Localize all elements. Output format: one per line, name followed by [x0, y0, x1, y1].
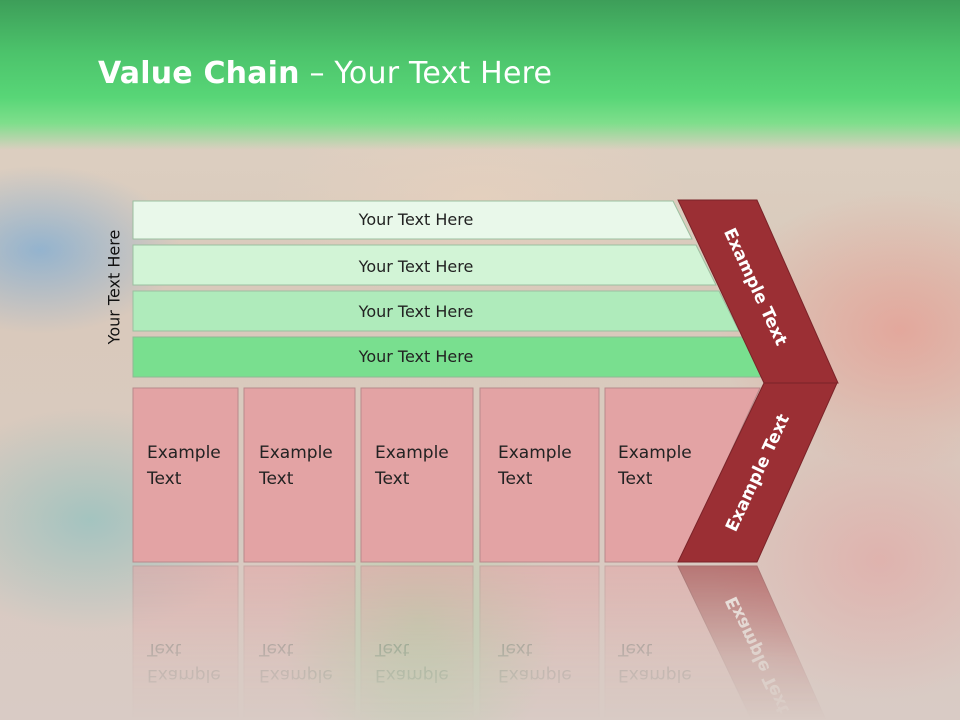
row-3-label: Your Text Here: [358, 302, 474, 321]
box-5-line2: Text: [617, 469, 653, 489]
title-rest: – Your Text Here: [299, 56, 553, 91]
box-4-line1: Example: [498, 443, 572, 463]
box-4-line2: Text: [497, 469, 533, 489]
box-3-line2-reflection: Text: [374, 639, 410, 659]
box-3-shape-reflection: [360, 565, 474, 720]
row-2-shape: [132, 244, 717, 286]
box-2-reflection: Example Text: [243, 565, 356, 720]
box-4-reflection: Example Text: [479, 565, 600, 720]
box-1-reflection: Example Text: [132, 565, 239, 720]
box-4: Example Text: [479, 387, 600, 563]
box-1: Example Text: [132, 387, 239, 563]
chevron-lower-shape-reflection: [677, 565, 827, 720]
box-5-line1-reflection: Example: [618, 665, 692, 685]
box-2-line2: Text: [258, 469, 294, 489]
box-4-line1-reflection: Example: [498, 665, 572, 685]
row-3: Your Text Here: [132, 290, 740, 332]
title-bold: Value Chain: [98, 56, 300, 91]
box-1-line1: Example: [147, 443, 221, 463]
box-1-shape-reflection: [132, 565, 239, 720]
box-3-shape: [360, 387, 474, 563]
box-2-line2-reflection: Text: [258, 639, 294, 659]
box-4-shape-reflection: [479, 565, 600, 720]
box-5: Example Text: [604, 387, 761, 563]
box-2-shape: [243, 387, 356, 563]
chevron-upper-shape: [677, 199, 839, 384]
box-3-line2: Text: [374, 469, 410, 489]
box-1-line2: Text: [146, 469, 182, 489]
box-3-line1-reflection: Example: [375, 665, 449, 685]
box-2-line1-reflection: Example: [259, 665, 333, 685]
lower-section-reflection: Example Text Example Text Example Text E…: [132, 565, 827, 720]
row-2-label: Your Text Here: [358, 257, 474, 276]
box-5-line1: Example: [618, 443, 692, 463]
box-5-line2-reflection: Text: [617, 639, 653, 659]
reflection: Example Text Example Text Example Text E…: [132, 565, 827, 720]
slide-title: Value Chain – Your Text Here: [98, 56, 552, 91]
row-4-label: Your Text Here: [358, 347, 474, 366]
lower-section: Example Text Example Text Example Text E…: [132, 382, 838, 563]
box-3-reflection: Example Text: [360, 565, 474, 720]
row-1-shape: [132, 200, 693, 240]
box-2-line1: Example: [259, 443, 333, 463]
box-2: Example Text: [243, 387, 356, 563]
box-1-line2-reflection: Text: [146, 639, 182, 659]
box-3-line1: Example: [375, 443, 449, 463]
box-4-line2-reflection: Text: [497, 639, 533, 659]
row-1-label: Your Text Here: [358, 210, 474, 229]
box-3: Example Text: [360, 387, 474, 563]
box-1-line1-reflection: Example: [147, 665, 221, 685]
header-bar: [0, 0, 960, 150]
row-1: Your Text Here: [132, 200, 693, 240]
box-1-shape: [132, 387, 239, 563]
box-4-shape: [479, 387, 600, 563]
row-3-shape: [132, 290, 740, 332]
row-2: Your Text Here: [132, 244, 717, 286]
row-4: Your Text Here: [132, 336, 764, 378]
box-2-shape-reflection: [243, 565, 356, 720]
